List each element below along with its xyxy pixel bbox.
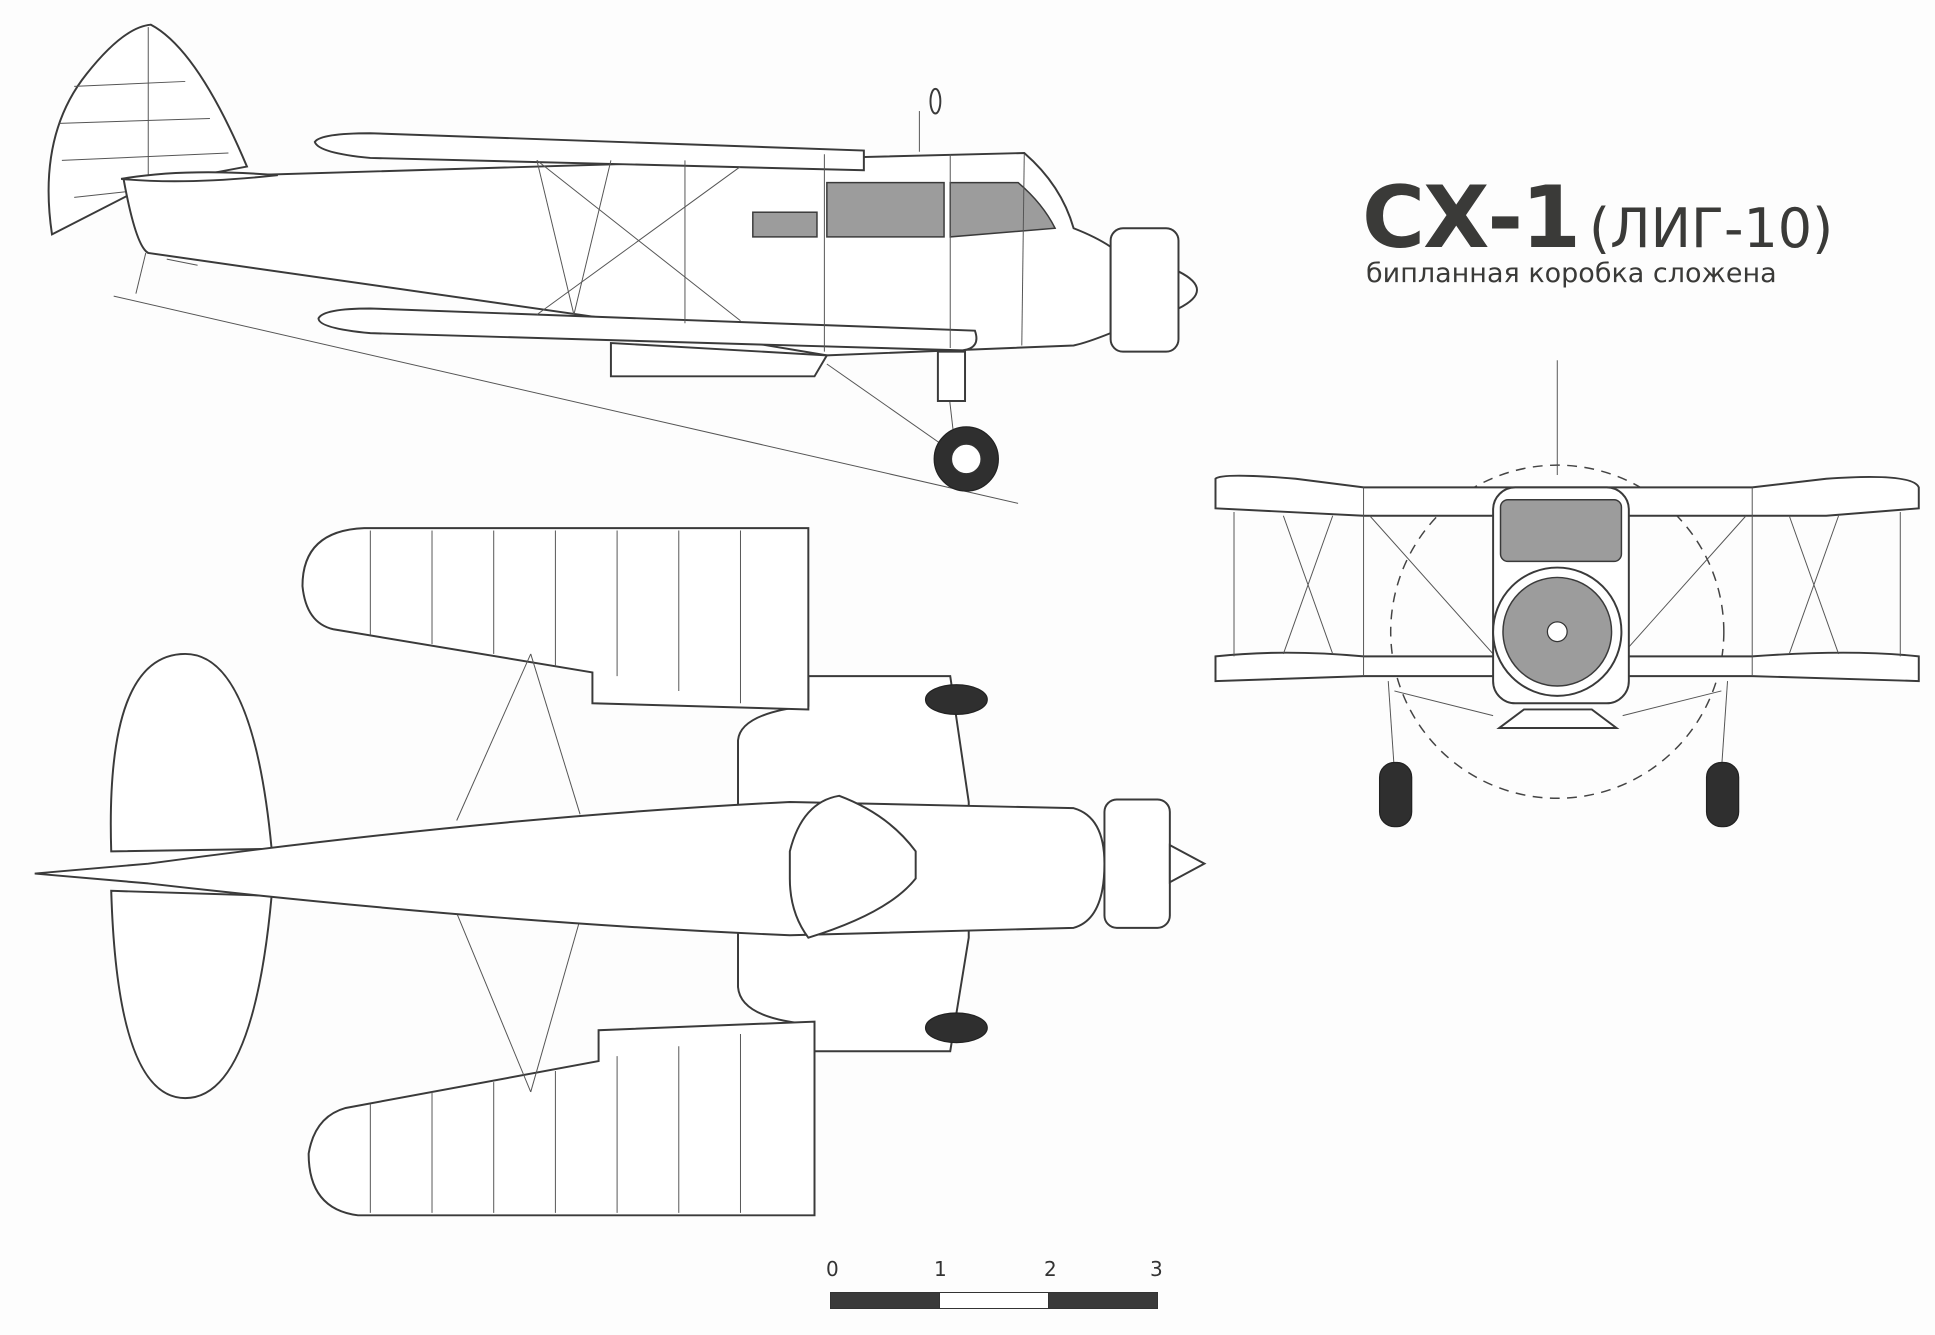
wheel-front-left	[1378, 761, 1413, 828]
cockpit-window	[949, 181, 1057, 238]
oil-cooler	[1496, 708, 1620, 729]
cockpit-canopy-top	[788, 794, 917, 939]
ground-line	[113, 295, 1019, 504]
wing-ribs	[369, 530, 741, 1213]
aircraft-title: СХ-1(ЛИГ-10)	[1362, 168, 1833, 268]
propeller-spinner	[1177, 269, 1198, 311]
wheel-top-left	[924, 684, 988, 716]
scale-label-1: 1	[934, 1257, 947, 1281]
scale-label-0: 0	[826, 1257, 839, 1281]
side-view	[47, 23, 1198, 504]
lower-folded-wing-top	[307, 1020, 816, 1217]
wheel-front-right	[1705, 761, 1740, 828]
gear-leg	[936, 350, 967, 402]
wind-propeller	[929, 87, 942, 115]
designation: СХ-1	[1362, 168, 1581, 268]
scale-label-3: 3	[1150, 1257, 1163, 1281]
cabin-window	[826, 181, 945, 238]
tailplane-side	[120, 171, 278, 183]
front-struts	[1233, 360, 1901, 772]
tailplane-left	[109, 652, 273, 853]
front-view	[1214, 360, 1920, 828]
spinner-top	[1168, 843, 1207, 884]
upper-wing-side	[313, 132, 865, 172]
alt-designation: (ЛИГ-10)	[1588, 197, 1834, 260]
propeller-hub	[1546, 621, 1568, 643]
engine-cowling	[1109, 227, 1180, 353]
subtitle: бипланная коробка сложена	[1366, 258, 1777, 289]
windscreen-front	[1499, 498, 1623, 563]
scale-segment-dark	[1048, 1292, 1158, 1309]
scale-segment-light	[939, 1292, 1049, 1309]
tailplane-right	[110, 889, 273, 1100]
lower-center-fairing	[609, 341, 829, 378]
top-view	[34, 527, 1207, 1217]
wheel-top-right	[924, 1012, 988, 1044]
engine-top	[1103, 798, 1171, 929]
lower-wing-side	[317, 307, 978, 352]
scale-label-2: 2	[1044, 1257, 1057, 1281]
scale-segment-dark	[830, 1292, 940, 1309]
cabin-window	[752, 211, 818, 238]
wheel-hub	[950, 443, 982, 475]
interplane-struts	[536, 154, 1025, 352]
